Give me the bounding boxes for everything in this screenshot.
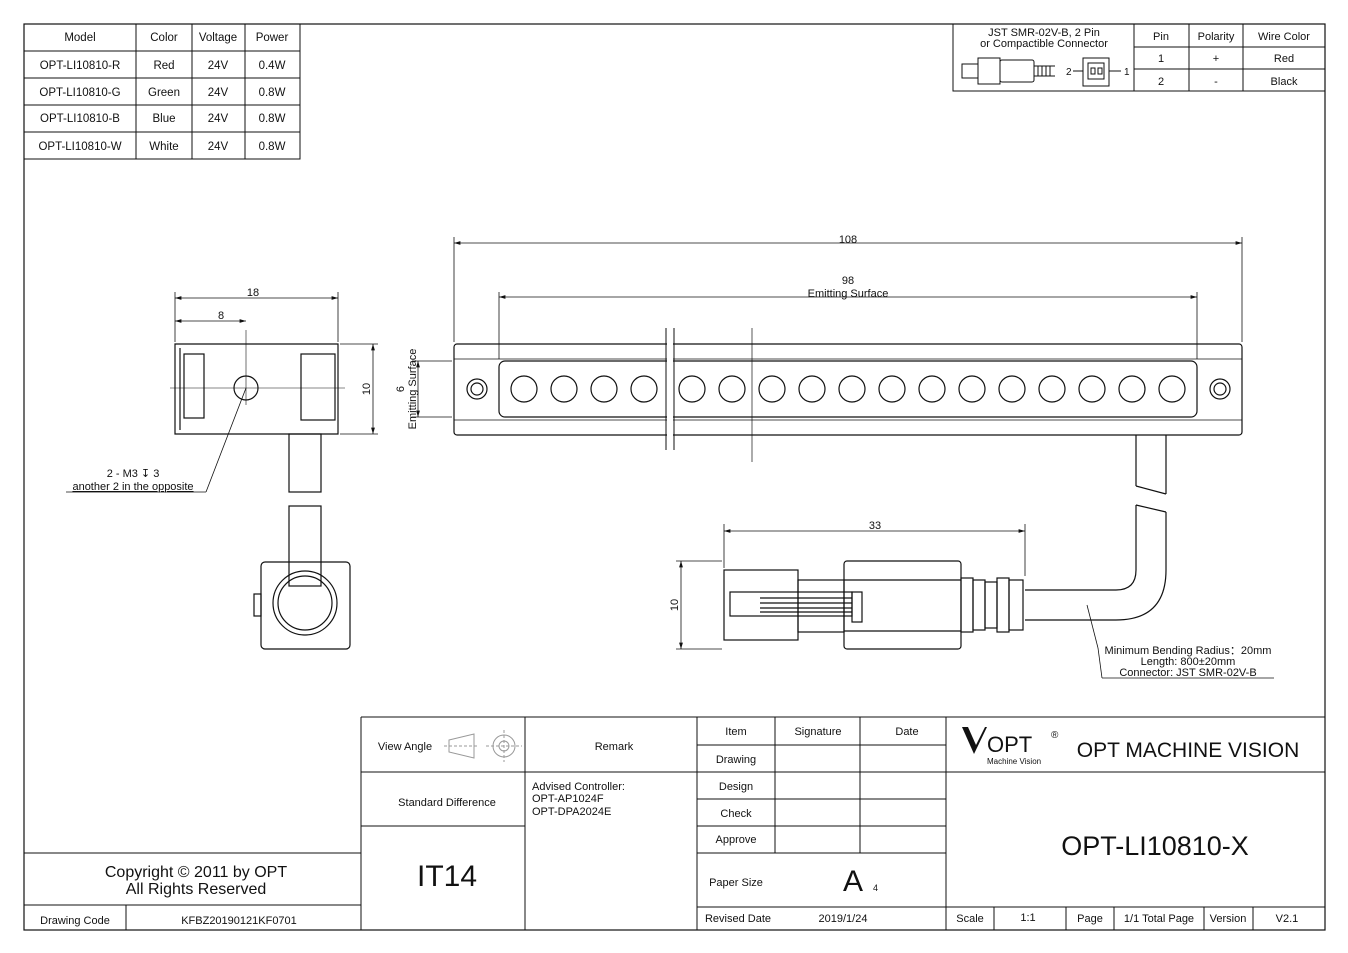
spec-header-color: Color bbox=[150, 32, 178, 44]
revised-date-value: 2019/1/24 bbox=[819, 913, 868, 925]
scale-label: Scale bbox=[956, 913, 984, 925]
spec-cell: Blue bbox=[152, 113, 175, 125]
spec-cell: 24V bbox=[208, 60, 229, 72]
check-label: Check bbox=[720, 808, 752, 820]
signature-header: Signature bbox=[794, 726, 841, 738]
spec-cell: OPT-LI10810-G bbox=[39, 87, 120, 99]
connector-title-line2: or Compactible Connector bbox=[980, 38, 1108, 50]
paper-size-label: Paper Size bbox=[709, 877, 763, 889]
logo-registered: ® bbox=[1051, 730, 1059, 741]
connector-title-line1: JST SMR-02V-B, 2 Pin bbox=[988, 27, 1100, 39]
connector-cell: - bbox=[1214, 76, 1218, 88]
revised-date-label: Revised Date bbox=[705, 913, 771, 925]
spec-cell: 0.8W bbox=[259, 141, 286, 153]
connector-table bbox=[952, 23, 1326, 92]
jst-connector-icon bbox=[961, 57, 1121, 87]
spec-header-power: Power bbox=[256, 32, 289, 44]
paper-size-sub: 4 bbox=[873, 883, 878, 893]
drawing-label: Drawing bbox=[716, 754, 756, 766]
advised-controller-line1: Advised Controller: bbox=[532, 781, 625, 793]
dim-emitting-height-label: Emitting Surface bbox=[407, 349, 419, 430]
dim-emitting-height: 6 bbox=[395, 386, 407, 392]
drawing-code-value: KFBZ20190121KF0701 bbox=[181, 915, 297, 927]
drawing-frame bbox=[23, 23, 1326, 931]
spec-cell: 0.8W bbox=[259, 87, 286, 99]
screw-annotation-line2: another 2 in the opposite bbox=[72, 481, 193, 493]
connector-header-wire-color: Wire Color bbox=[1258, 31, 1310, 43]
spec-header-voltage: Voltage bbox=[199, 32, 237, 44]
version-label: Version bbox=[1210, 913, 1247, 925]
cable bbox=[1025, 435, 1167, 679]
version-value: V2.1 bbox=[1276, 913, 1299, 925]
dim-connector-height: 10 bbox=[669, 599, 681, 611]
connector-cell: Black bbox=[1271, 76, 1298, 88]
paper-size-value: A bbox=[843, 865, 863, 898]
item-header: Item bbox=[725, 726, 746, 738]
title-block bbox=[24, 716, 1325, 930]
page-label: Page bbox=[1077, 913, 1103, 925]
spec-cell: 0.8W bbox=[259, 113, 286, 125]
cable-annotation-line1: Minimum Bending Radius：20mm bbox=[1105, 645, 1272, 657]
projection-symbol-icon bbox=[444, 730, 522, 762]
part-number: OPT-LI10810-X bbox=[1061, 831, 1249, 861]
side-view bbox=[170, 330, 345, 493]
end-view bbox=[253, 505, 351, 650]
connector-header-pin: Pin bbox=[1153, 31, 1169, 43]
connector-cell: 2 bbox=[1158, 76, 1164, 88]
spec-cell: Green bbox=[148, 87, 180, 99]
front-view bbox=[453, 343, 1243, 436]
cable-annotation-line3: Connector: JST SMR-02V-B bbox=[1119, 667, 1256, 679]
approve-label: Approve bbox=[716, 834, 757, 846]
dim-connector-length: 33 bbox=[869, 520, 881, 532]
connector-cell: 1 bbox=[1158, 53, 1164, 65]
spec-cell: OPT-LI10810-W bbox=[38, 141, 121, 153]
connector-cell: Red bbox=[1274, 53, 1294, 65]
connector-pin-2-label: 2 bbox=[1066, 67, 1072, 78]
connector-view bbox=[723, 560, 1024, 650]
logo-text: OPT bbox=[987, 732, 1032, 757]
spec-cell: OPT-LI10810-R bbox=[40, 60, 121, 72]
dim-total-length: 108 bbox=[839, 234, 857, 246]
spec-header-model: Model bbox=[64, 32, 95, 44]
spec-cell: OPT-LI10810-B bbox=[40, 113, 120, 125]
spec-cell: 24V bbox=[208, 141, 229, 153]
standard-difference-label: Standard Difference bbox=[398, 797, 496, 809]
remark-label: Remark bbox=[595, 741, 634, 753]
spec-cell: 24V bbox=[208, 113, 229, 125]
copyright-line1: Copyright © 2011 by OPT bbox=[105, 864, 287, 881]
dim-side-height: 10 bbox=[361, 383, 373, 395]
spec-table bbox=[23, 23, 301, 160]
logo-subtitle: Machine Vision bbox=[987, 757, 1041, 766]
advised-controller-line2: OPT-AP1024F bbox=[532, 793, 604, 805]
page-value: 1/1 Total Page bbox=[1124, 913, 1194, 925]
view-angle-label: View Angle bbox=[378, 741, 432, 753]
design-label: Design bbox=[719, 781, 753, 793]
screw-annotation-line1: 2 - M3 ↧ 3 bbox=[107, 468, 160, 480]
dim-emitting-length-label: Emitting Surface bbox=[808, 288, 889, 300]
date-header: Date bbox=[895, 726, 918, 738]
company-name: OPT MACHINE VISION bbox=[1077, 739, 1299, 762]
dim-emitting-length: 98 bbox=[842, 275, 854, 287]
spec-cell: Red bbox=[153, 60, 174, 72]
break-lines bbox=[665, 328, 753, 462]
scale-value: 1:1 bbox=[1020, 912, 1035, 924]
dim-side-width: 18 bbox=[247, 287, 259, 299]
connector-pin-1-label: 1 bbox=[1124, 67, 1130, 78]
dim-side-offset: 8 bbox=[218, 310, 224, 322]
copyright-line2: All Rights Reserved bbox=[126, 881, 267, 898]
spec-cell: 24V bbox=[208, 87, 229, 99]
advised-controller-line3: OPT-DPA2024E bbox=[532, 806, 611, 818]
connector-cell: + bbox=[1213, 53, 1219, 65]
tolerance-grade: IT14 bbox=[417, 860, 477, 893]
spec-cell: 0.4W bbox=[259, 60, 286, 72]
drawing-code-label: Drawing Code bbox=[40, 915, 110, 927]
spec-cell: White bbox=[149, 141, 178, 153]
opt-logo-icon bbox=[962, 727, 987, 754]
connector-header-polarity: Polarity bbox=[1198, 31, 1235, 43]
cable-annotation-line2: Length: 800±20mm bbox=[1141, 656, 1236, 668]
